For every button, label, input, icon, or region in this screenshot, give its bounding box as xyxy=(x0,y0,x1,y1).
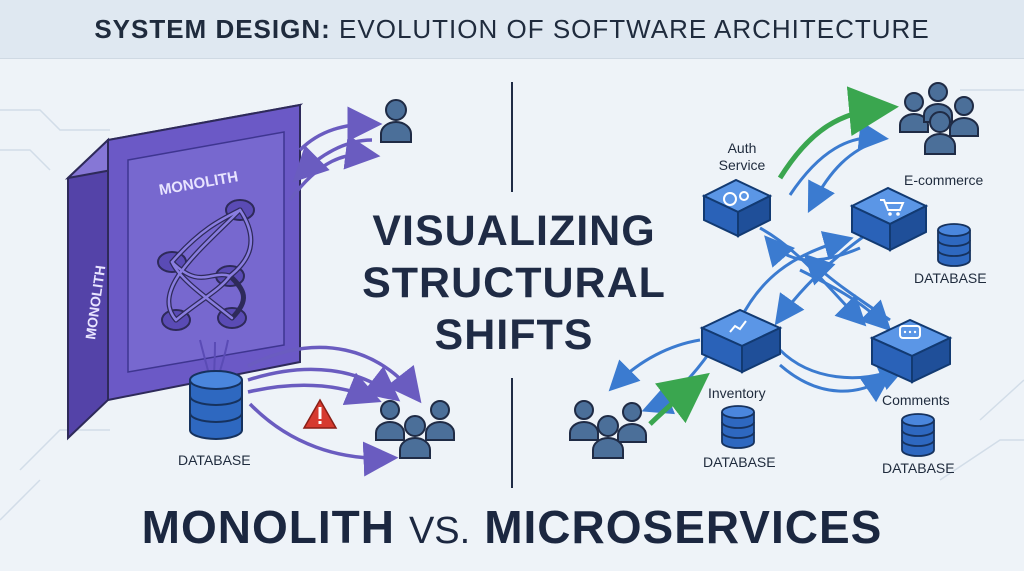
green-arrow-bottom xyxy=(648,372,710,426)
users-group-icon xyxy=(375,400,455,459)
center-heading-line-2: STRUCTURAL xyxy=(362,259,666,307)
comments-database-icon xyxy=(901,413,935,457)
bottom-title-left: MONOLITH xyxy=(141,501,395,553)
comments-label: Comments xyxy=(882,392,950,408)
users-group-icon-top-right xyxy=(899,82,979,155)
users-group-icon-bottom xyxy=(569,400,647,459)
inventory-label: Inventory xyxy=(708,385,766,401)
center-heading-line-1: VISUALIZING xyxy=(372,207,656,255)
center-heading-line-3: SHIFTS xyxy=(434,311,594,359)
ecommerce-database-label: DATABASE xyxy=(914,270,987,286)
user-icon xyxy=(380,99,412,143)
monolith-database-label: DATABASE xyxy=(178,452,251,468)
ecommerce-cube xyxy=(849,186,929,252)
monolith-block: MONOLITH MONOLITH xyxy=(64,103,304,441)
monolith-top-arrows xyxy=(288,106,383,202)
bottom-title: MONOLITH VS. MICROSERVICES xyxy=(0,500,1024,554)
comments-database-label: DATABASE xyxy=(882,460,955,476)
auth-label-line-2: Service xyxy=(718,157,766,173)
auth-label-line-1: Auth xyxy=(727,140,757,156)
monolith-bottom-arrows xyxy=(247,345,422,477)
comments-cube xyxy=(869,318,953,384)
bottom-title-vs: VS. xyxy=(408,510,471,552)
microservice-arrows xyxy=(608,120,909,415)
auth-service-cube xyxy=(701,178,773,238)
title-rest: EVOLUTION OF SOFTWARE ARCHITECTURE xyxy=(339,14,930,44)
inventory-database-label: DATABASE xyxy=(703,454,776,470)
auth-service-label: Auth Service xyxy=(712,140,772,174)
ecommerce-database-icon xyxy=(937,223,971,267)
monolith-database-icon xyxy=(189,370,243,440)
background-circuit xyxy=(0,89,1024,521)
header-bar xyxy=(0,0,1024,59)
center-heading: VISUALIZING STRUCTURAL SHIFTS xyxy=(336,205,692,361)
inventory-database-icon xyxy=(721,405,755,449)
ecommerce-label: E-commerce xyxy=(904,172,984,188)
green-arrow-top xyxy=(777,86,899,180)
warning-icon xyxy=(302,398,338,429)
title-emphasis: SYSTEM DESIGN: xyxy=(94,14,331,44)
page-title: SYSTEM DESIGN: EVOLUTION OF SOFTWARE ARC… xyxy=(0,14,1024,45)
bottom-title-right: MICROSERVICES xyxy=(484,501,883,553)
inventory-cube xyxy=(699,308,783,374)
